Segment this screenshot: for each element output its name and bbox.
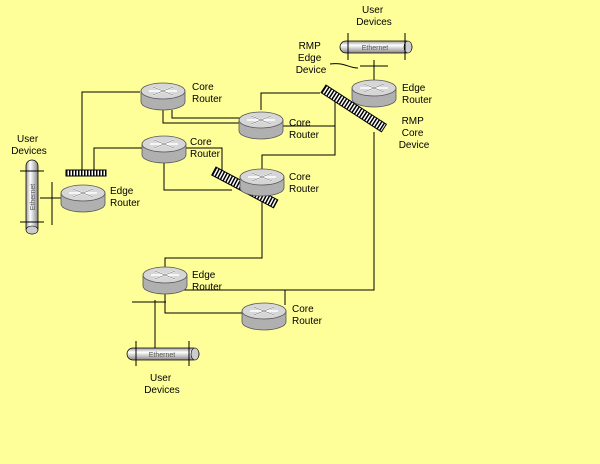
label-core-router-5: Core Router [292,304,323,327]
router-icon-edge-left[interactable] [60,184,106,213]
label-edge-router-left: Edge Router [110,186,141,209]
router-icon-core-4[interactable] [239,168,285,197]
router-icon-core-3[interactable] [238,111,284,140]
label-rmp-core-device: RMP Core Device [399,116,430,151]
svg-text:Ethernet: Ethernet [30,184,37,211]
label-core-router-3: Core Router [289,118,320,141]
label-edge-router-top: Edge Router [402,83,433,106]
router-icon-core-5[interactable] [241,302,287,331]
label-user-devices-bottom: User Devices [144,373,180,396]
ethernet-bus-icon-bottom: Ethernet [126,341,200,366]
router-icon-edge-top[interactable] [351,79,397,108]
label-rmp-edge-device: RMP Edge Device [296,41,327,76]
rmp-device-left [65,169,107,177]
label-core-router-2: Core Router [190,137,221,160]
label-user-devices-top: User Devices [356,5,392,28]
rmp-core-device-right [320,84,388,133]
label-user-devices-left: User Devices [11,134,47,157]
label-edge-router-bottom: Edge Router [192,270,223,293]
router-icon-core-2[interactable] [141,135,187,164]
svg-text:Ethernet: Ethernet [362,45,389,52]
router-icon-core-1[interactable] [140,82,186,111]
label-core-router-1: Core Router [192,82,223,105]
router-icon-edge-bottom[interactable] [142,266,188,295]
label-core-router-4: Core Router [289,172,320,195]
ethernet-bus-icon-left: Ethernet [20,159,44,235]
ethernet-bus-icon-top: Ethernet [339,33,413,60]
svg-text:Ethernet: Ethernet [149,352,176,359]
